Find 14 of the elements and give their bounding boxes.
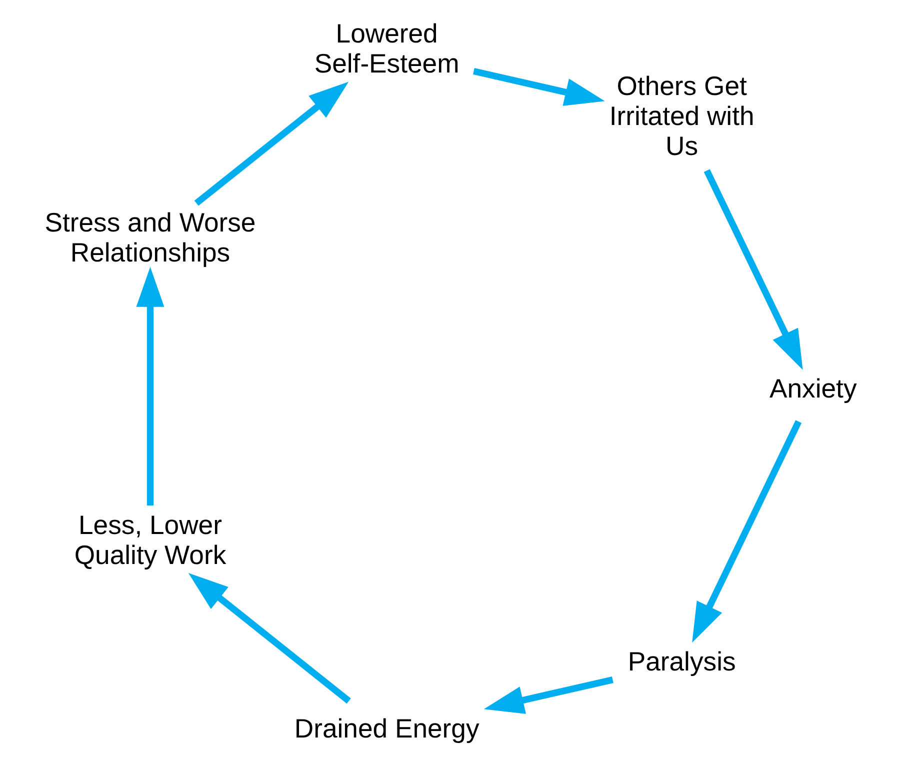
node-text: Lowered Self-Esteem: [314, 18, 460, 79]
node-text: Anxiety: [770, 374, 857, 404]
arrow: [692, 420, 802, 643]
arrow: [188, 573, 351, 704]
arrow: [704, 169, 803, 370]
arrow: [484, 676, 614, 714]
node-text: Others Get Irritated with Us: [609, 71, 754, 161]
node-text: Drained Energy: [294, 714, 480, 744]
arrow: [473, 68, 605, 106]
arrow: [194, 82, 349, 206]
node-text: Stress and Worse Relationships: [44, 207, 256, 268]
node-text: Less, Lower Quality Work: [74, 510, 226, 570]
node-text: Paralysis: [628, 646, 736, 676]
arrow: [136, 266, 164, 506]
